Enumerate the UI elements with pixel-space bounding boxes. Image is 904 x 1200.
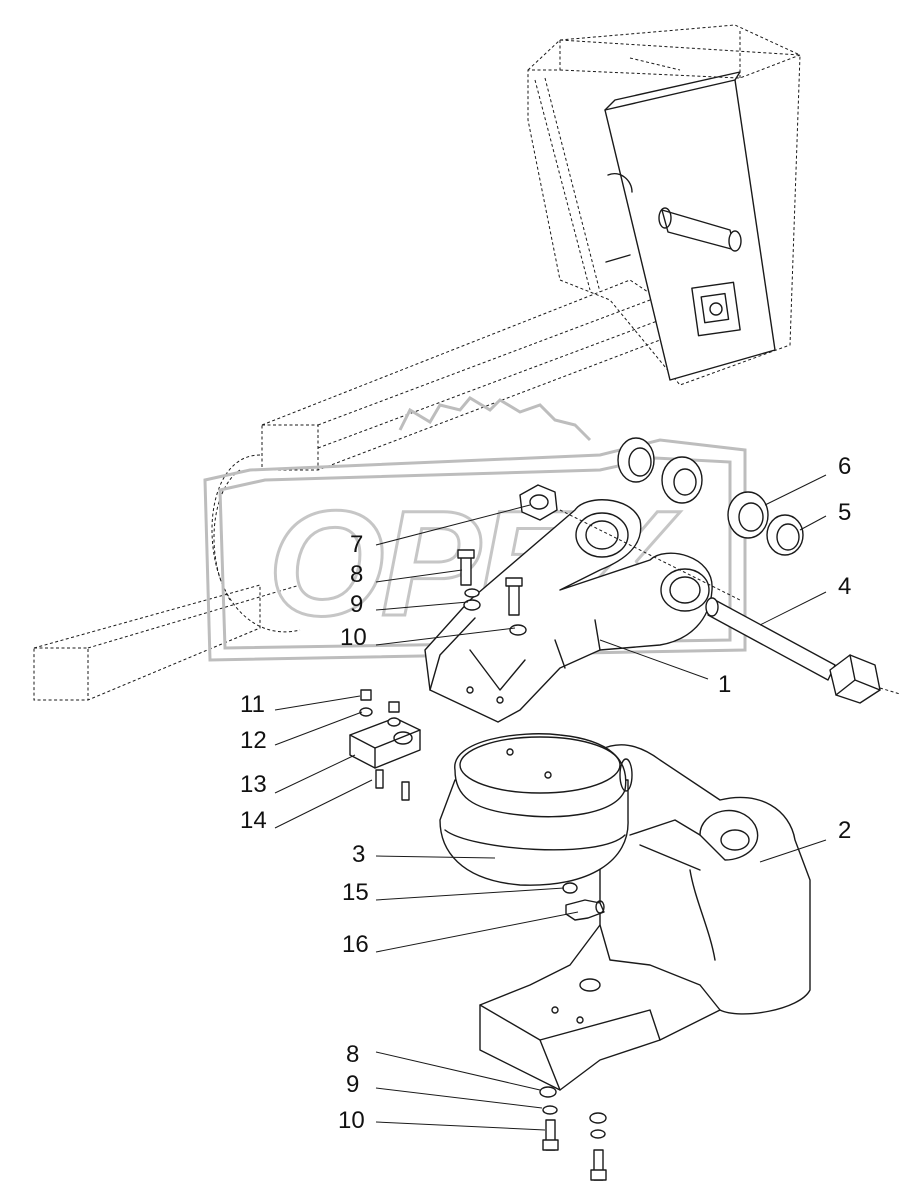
callout-2: 2 (838, 817, 851, 844)
callout-16: 16 (342, 931, 369, 958)
part-13-clamp (349, 689, 421, 801)
part-3-air-spring (439, 733, 633, 886)
upright-plate (604, 71, 776, 381)
callout-10-upper: 10 (340, 624, 367, 651)
callout-13: 13 (240, 771, 267, 798)
callout-7: 7 (350, 531, 363, 558)
callout-10-lower: 10 (338, 1107, 365, 1134)
callout-12: 12 (240, 727, 267, 754)
part-2-lower-bracket (479, 744, 811, 1091)
leader-lines (274, 474, 827, 1131)
callout-labels: 1 2 3 4 5 6 7 8 9 10 11 12 13 14 15 16 8… (240, 453, 851, 1134)
callout-9-upper: 9 (350, 591, 363, 618)
callout-1: 1 (718, 671, 731, 698)
callout-3: 3 (352, 841, 365, 868)
callout-15: 15 (342, 879, 369, 906)
callout-5: 5 (838, 499, 851, 526)
callout-8-lower: 8 (346, 1041, 359, 1068)
upper-fasteners (457, 484, 558, 636)
callout-8-upper: 8 (350, 561, 363, 588)
lower-fasteners (539, 1086, 607, 1181)
part-4-long-bolt (705, 597, 901, 704)
callout-9-lower: 9 (346, 1071, 359, 1098)
callout-6: 6 (838, 453, 851, 480)
callout-4: 4 (838, 573, 851, 600)
callout-14: 14 (240, 807, 267, 834)
callout-11: 11 (240, 691, 265, 718)
part-1-upper-bracket (424, 499, 713, 723)
part-5-6-bushings (559, 437, 804, 601)
part-15-16-fitting (562, 882, 605, 921)
